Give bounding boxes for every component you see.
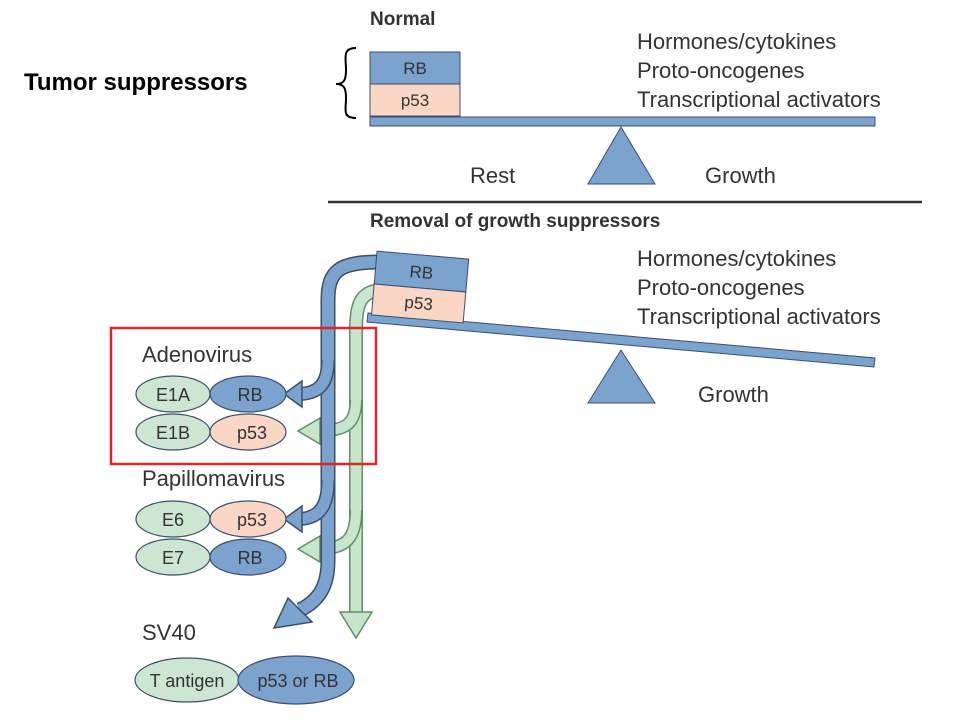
e1b-label: E1B [156, 423, 190, 443]
p53-arrow-head-icon [338, 611, 374, 640]
removal-factor-hormones: Hormones/cytokines [637, 246, 836, 271]
normal-factor-hormones: Hormones/cytokines [637, 29, 836, 54]
sv40-target-oval [237, 655, 355, 705]
removal-factor-protooncogenes: Proto-oncogenes [637, 275, 805, 300]
normal-balance-beam [369, 116, 876, 127]
normal-factor-transcriptional: Transcriptional activators [637, 87, 881, 112]
removal-factor-transcriptional: Transcriptional activators [637, 304, 881, 329]
adenovirus-label: Adenovirus [142, 342, 252, 367]
normal-growth-label: Growth [705, 163, 776, 188]
adeno-p53-label: p53 [237, 423, 267, 443]
papilloma-rb-label: RB [237, 548, 262, 568]
removal-rb-label: RB [409, 262, 434, 283]
adeno-rb-label: RB [237, 385, 262, 405]
removal-box-group: RB p53 [370, 250, 470, 324]
removal-growth-label: Growth [698, 382, 769, 407]
e6-label: E6 [162, 510, 184, 530]
normal-p53-box [369, 83, 461, 117]
adeno-rb-oval [209, 375, 287, 413]
normal-p53-label: p53 [401, 91, 429, 110]
normal-heading: Normal [370, 9, 435, 30]
normal-rb-box [369, 51, 461, 85]
removal-heading: Removal of growth suppressors [370, 211, 660, 232]
adeno-p53-oval [209, 413, 287, 451]
adenovirus-highlight-box [109, 326, 378, 466]
normal-factor-protooncogenes: Proto-oncogenes [637, 58, 805, 83]
e7-label: E7 [162, 548, 184, 568]
e1a-label: E1A [156, 385, 190, 405]
sv40-target-label: p53 or RB [257, 671, 338, 691]
rb-arrow-head-icon [272, 596, 314, 629]
removal-p53-label: p53 [404, 293, 434, 314]
sv40-label: SV40 [142, 620, 196, 645]
rb-arrow-group [272, 254, 381, 629]
removal-fulcrum [587, 349, 656, 404]
t-antigen-label: T antigen [150, 671, 225, 691]
papilloma-p53-label: p53 [237, 510, 267, 530]
normal-rb-label: RB [403, 59, 427, 78]
removal-balance-beam [366, 312, 876, 368]
removal-p53-box [370, 283, 467, 324]
brace-icon [335, 47, 357, 119]
papilloma-rb-oval [209, 538, 287, 576]
diagram-title: Tumor suppressors [24, 69, 248, 96]
normal-fulcrum [587, 126, 656, 185]
papillomavirus-label: Papillomavirus [142, 466, 285, 491]
normal-rest-label: Rest [470, 163, 515, 188]
papilloma-p53-oval [209, 500, 287, 538]
